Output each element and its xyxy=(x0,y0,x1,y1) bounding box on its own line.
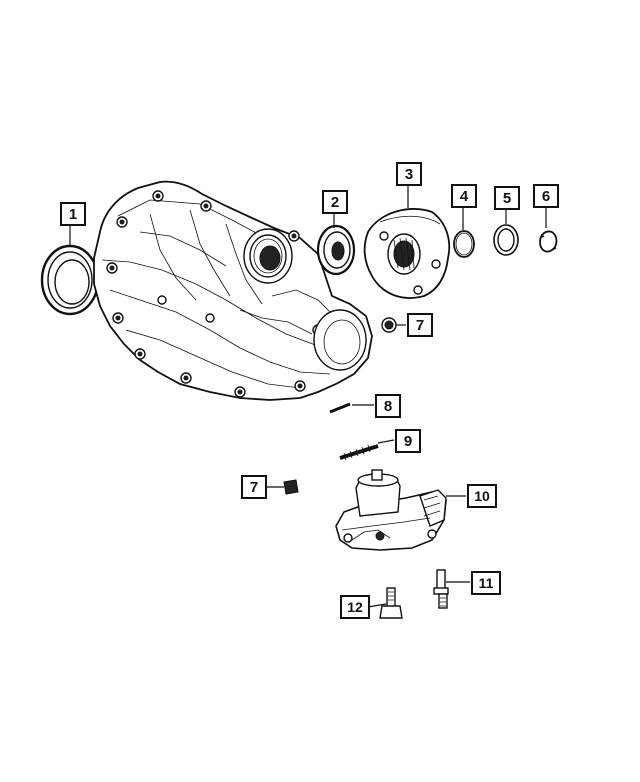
callout-11: 11 xyxy=(471,571,501,595)
part-7-plug-upper xyxy=(381,317,397,333)
callout-1: 1 xyxy=(60,202,86,226)
part-3-cover-flange xyxy=(363,208,451,299)
part-5-washer xyxy=(493,224,519,256)
part-8-pin xyxy=(329,402,351,414)
callout-10: 10 xyxy=(467,484,497,508)
callout-2: 2 xyxy=(322,190,348,214)
part-2-seal xyxy=(316,224,356,276)
callout-12: 12 xyxy=(340,595,370,619)
part-9-stud xyxy=(339,444,379,461)
part-10-actuator xyxy=(335,469,447,551)
part-6-snap-ring xyxy=(539,230,558,253)
part-12-bolt xyxy=(379,587,403,619)
part-7-plug-lower xyxy=(283,479,299,495)
leader-lines xyxy=(69,186,547,608)
callout-7-lower: 7 xyxy=(241,475,267,499)
callout-3: 3 xyxy=(396,162,422,186)
callout-6: 6 xyxy=(533,184,559,208)
part-11-sensor xyxy=(433,569,449,609)
part-4-ring xyxy=(453,230,475,258)
callout-9: 9 xyxy=(395,429,421,453)
callout-5: 5 xyxy=(494,186,520,210)
callout-7-upper: 7 xyxy=(407,313,433,337)
part-1-seal-ring xyxy=(40,244,100,316)
callout-8: 8 xyxy=(375,394,401,418)
callout-4: 4 xyxy=(451,184,477,208)
transfer-case-housing xyxy=(93,180,373,401)
